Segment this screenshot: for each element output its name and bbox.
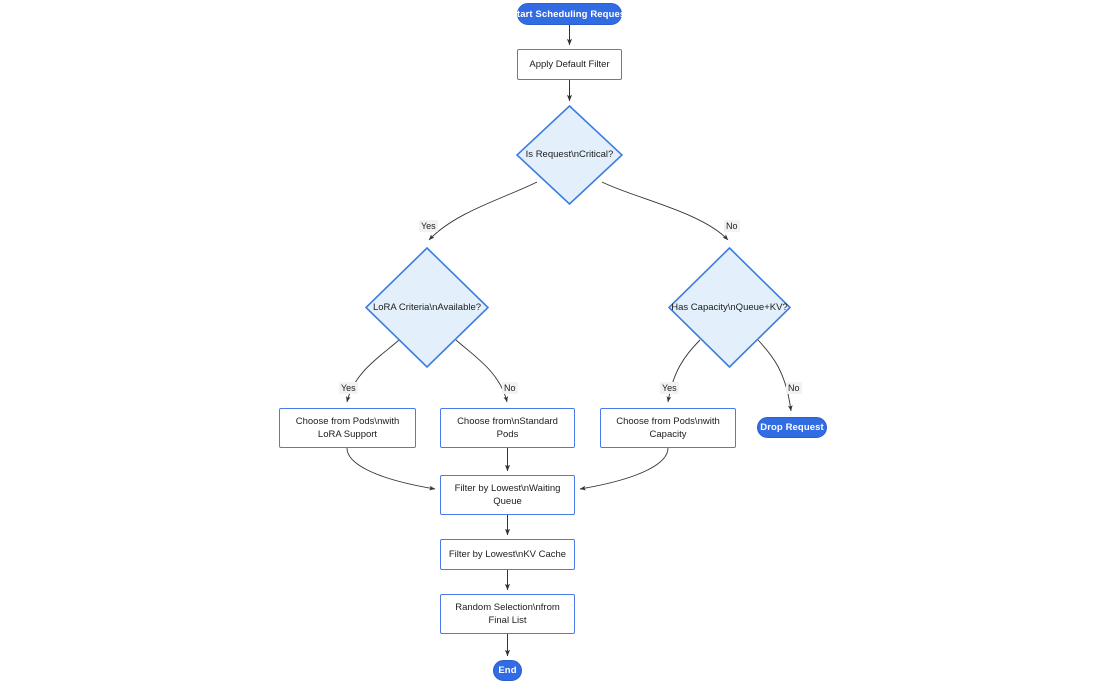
node-random-selection-line-1: Random Selection\nfrom bbox=[455, 602, 560, 613]
edge-label-lora-no: No bbox=[502, 382, 518, 394]
node-random-selection-line-2: Final List bbox=[488, 615, 527, 626]
node-is-request-critical-label: Is Request\nCritical? bbox=[525, 149, 614, 160]
node-drop-request[interactable]: Drop Request bbox=[757, 417, 827, 438]
node-lora-criteria-available[interactable]: LoRA Criteria\nAvailable? bbox=[365, 247, 489, 368]
edge-label-text: Yes bbox=[421, 221, 436, 231]
edge-label-capacity-no: No bbox=[786, 382, 802, 394]
node-choose-lora-pods-line-2: LoRA Support bbox=[317, 429, 378, 440]
edge-label-text: No bbox=[504, 383, 516, 393]
node-random-selection[interactable]: Random Selection\nfrom Final List bbox=[440, 594, 575, 634]
node-filter-waiting-queue-line-1: Filter by Lowest\nWaiting bbox=[454, 483, 561, 494]
node-end[interactable]: End bbox=[493, 660, 522, 681]
edge-label-text: Yes bbox=[662, 383, 677, 393]
edge-label-text: No bbox=[726, 221, 738, 231]
node-filter-waiting-queue-line-2: Queue bbox=[493, 496, 522, 507]
node-end-label: End bbox=[498, 665, 517, 676]
node-choose-standard-pods[interactable]: Choose from\nStandard Pods bbox=[440, 408, 575, 448]
diamond-shape-icon bbox=[516, 105, 623, 205]
node-choose-standard-pods-line-1: Choose from\nStandard bbox=[457, 416, 558, 427]
node-drop-request-label: Drop Request bbox=[760, 422, 824, 433]
edge-label-critical-yes: Yes bbox=[419, 220, 438, 232]
node-filter-kv-cache[interactable]: Filter by Lowest\nKV Cache bbox=[440, 539, 575, 570]
diamond-shape-icon bbox=[668, 247, 791, 368]
edge-label-capacity-yes: Yes bbox=[660, 382, 679, 394]
edge-choose-capacity-to-filter-queue bbox=[579, 447, 669, 491]
node-has-capacity-label: Has Capacity\nQueue+KV? bbox=[671, 301, 788, 313]
node-filter-kv-cache-line-1: Filter by Lowest\nKV Cache bbox=[448, 549, 567, 560]
edge-label-text: Yes bbox=[341, 383, 356, 393]
edge-label-text: No bbox=[788, 383, 800, 393]
node-start-label: Start Scheduling Request bbox=[510, 8, 629, 20]
edge-label-lora-yes: Yes bbox=[339, 382, 358, 394]
node-is-request-critical[interactable]: Is Request\nCritical? bbox=[516, 105, 623, 205]
node-apply-default-filter[interactable]: Apply Default Filter bbox=[517, 49, 622, 80]
edge-choose-lora-to-filter-queue bbox=[346, 447, 436, 491]
node-filter-waiting-queue[interactable]: Filter by Lowest\nWaiting Queue bbox=[440, 475, 575, 515]
node-choose-lora-pods[interactable]: Choose from Pods\nwith LoRA Support bbox=[279, 408, 416, 448]
node-start[interactable]: Start Scheduling Request bbox=[511, 3, 628, 25]
node-choose-standard-pods-line-2: Pods bbox=[496, 429, 519, 440]
node-has-capacity[interactable]: Has Capacity\nQueue+KV? bbox=[668, 247, 791, 368]
diamond-shape-icon bbox=[365, 247, 489, 368]
node-choose-lora-pods-line-1: Choose from Pods\nwith bbox=[295, 416, 400, 427]
node-lora-criteria-available-label: LoRA Criteria\nAvailable? bbox=[372, 301, 482, 313]
node-choose-capacity-pods-line-1: Choose from Pods\nwith bbox=[616, 416, 720, 427]
node-choose-capacity-pods-line-2: Capacity bbox=[649, 429, 687, 440]
node-choose-capacity-pods[interactable]: Choose from Pods\nwith Capacity bbox=[600, 408, 736, 448]
node-apply-default-filter-line-1: Apply Default Filter bbox=[529, 59, 610, 70]
edge-label-critical-no: No bbox=[724, 220, 740, 232]
